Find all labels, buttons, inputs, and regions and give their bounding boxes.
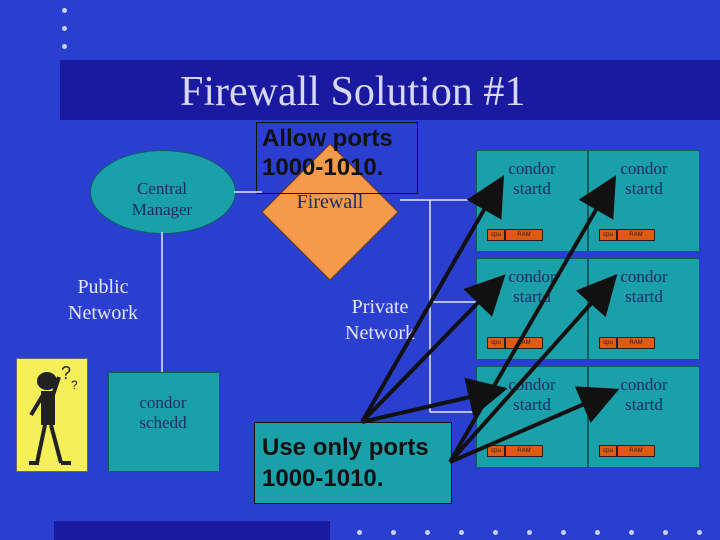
ram-chip: RAM (617, 445, 655, 457)
ram-chip: RAM (617, 229, 655, 241)
decor-dot (425, 530, 430, 535)
private-network-label: Private Network (345, 296, 415, 344)
cpu-chip: cpu (487, 445, 505, 457)
arrow (361, 377, 508, 424)
arrow (360, 274, 506, 424)
allow-ports-callout (256, 122, 418, 194)
condor-schedd-box (108, 372, 220, 472)
decor-dot (595, 530, 600, 535)
decor-dot (62, 26, 67, 31)
firewall-shape (261, 143, 399, 281)
decor-dot (357, 530, 362, 535)
svg-text:?: ? (71, 378, 78, 392)
firewall-diamond (260, 142, 400, 282)
arrow (449, 386, 620, 464)
arrow (448, 274, 618, 464)
thinking-person-icon: ? ? (29, 363, 78, 465)
cpu-chip: cpu (487, 337, 505, 349)
bottom-bar (54, 521, 330, 540)
decor-dot (527, 530, 532, 535)
ram-chip: RAM (505, 229, 543, 241)
title-bar (60, 60, 720, 120)
use-ports-callout (254, 422, 452, 504)
thinking-figure: ? ? (16, 358, 88, 472)
allow-ports-text: Allow ports 1000-1010. (262, 125, 393, 181)
cpu-chip: cpu (487, 229, 505, 241)
arrow (360, 175, 504, 423)
decor-dot (459, 530, 464, 535)
ram-chip: RAM (617, 337, 655, 349)
condor-schedd-label: condor schedd (139, 393, 187, 432)
central-manager-ellipse (90, 150, 236, 234)
firewall-label: Firewall (296, 191, 364, 213)
central-manager-label: Central Manager (131, 179, 193, 219)
decor-dot (697, 530, 702, 535)
decor-dot (391, 530, 396, 535)
decor-dot (663, 530, 668, 535)
public-network-label: Public Network (68, 276, 138, 324)
startd-node: condor startd cpu RAM (476, 258, 588, 360)
decor-dot (62, 44, 67, 49)
cpu-chip: cpu (599, 337, 617, 349)
cpu-chip: cpu (599, 445, 617, 457)
decor-dot (561, 530, 566, 535)
ram-chip: RAM (505, 445, 543, 457)
svg-text:?: ? (61, 363, 71, 383)
decor-dot (629, 530, 634, 535)
decor-dot (493, 530, 498, 535)
cpu-chip: cpu (599, 229, 617, 241)
use-ports-text: Use only ports 1000-1010. (262, 434, 429, 492)
decor-dot (62, 8, 67, 13)
slide-title: Firewall Solution #1 (180, 69, 526, 115)
arrow (448, 175, 617, 464)
